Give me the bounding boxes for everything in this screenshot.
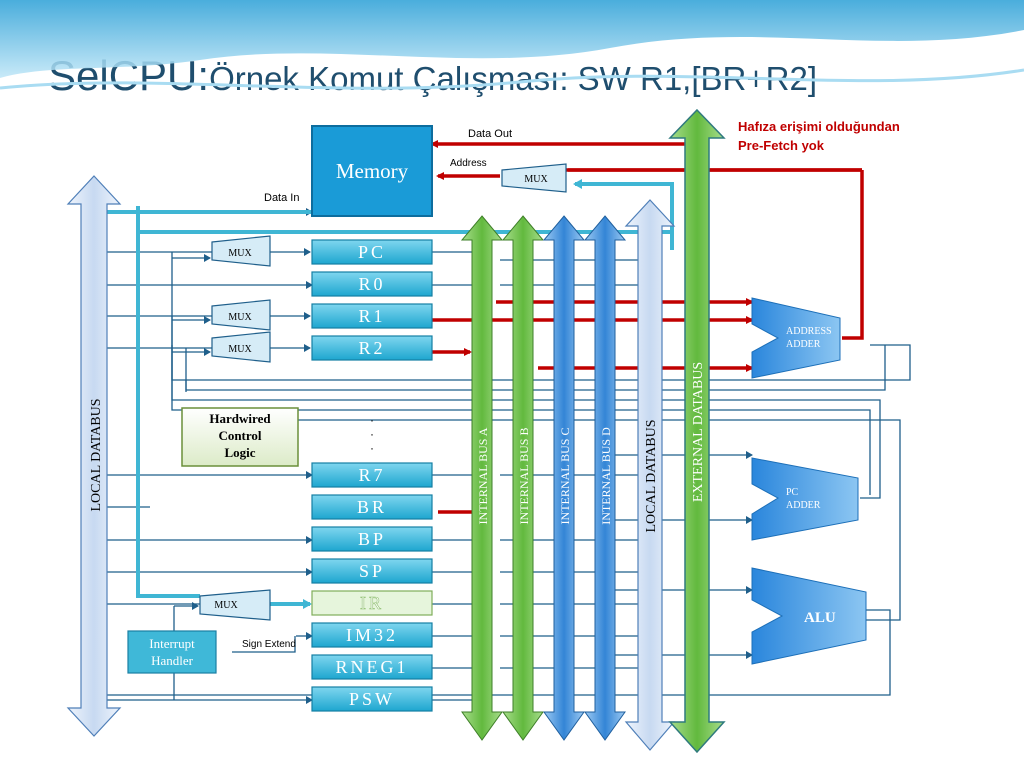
header-wave-light <box>0 68 1024 90</box>
register-label: PSW <box>349 689 395 709</box>
local-databus-right-label: LOCAL DATABUS <box>644 419 659 532</box>
local-databus-left: LOCAL DATABUS <box>66 175 122 737</box>
register-label: R0 <box>358 274 385 294</box>
register-box <box>311 686 433 712</box>
hardwired-line2: Control <box>218 428 261 443</box>
register-label: IR <box>360 593 384 613</box>
mux-r1: MUX <box>211 299 271 331</box>
mux-memory: MUX <box>501 163 567 193</box>
internal-bus-c-label: INTERNAL BUS C <box>558 428 572 525</box>
internal-bus-d-label: INTERNAL BUS D <box>599 427 613 525</box>
mux-label: MUX <box>228 248 252 259</box>
mux-label: MUX <box>228 344 252 355</box>
internal-bus-c: INTERNAL BUS C <box>542 215 586 741</box>
internal-bus-a: INTERNAL BUS A <box>460 215 504 741</box>
register-ir: IR <box>311 590 433 616</box>
register-box <box>311 239 433 265</box>
pc-adder-line1: PC <box>786 487 799 498</box>
mux-ir: MUX <box>199 589 271 621</box>
memory-label: Memory <box>336 159 409 183</box>
register-r7: R7 <box>311 462 433 488</box>
register-r0: R0 <box>311 271 433 297</box>
register-box <box>311 622 433 648</box>
register-box <box>311 526 433 552</box>
interrupt-line2: Handler <box>151 653 194 668</box>
mux-label: MUX <box>214 600 238 611</box>
register-box <box>311 303 433 329</box>
register-label: BP <box>358 529 386 549</box>
ellipsis-dot: · <box>370 413 374 427</box>
register-box <box>311 654 433 680</box>
register-label: IM32 <box>346 625 398 645</box>
register-box <box>311 271 433 297</box>
register-label: BR <box>357 497 387 517</box>
pc-adder: PC ADDER <box>751 457 859 541</box>
address-adder: ADDRESS ADDER <box>751 297 841 379</box>
register-box <box>311 494 433 520</box>
local-databus-left-label: LOCAL DATABUS <box>89 398 104 511</box>
register-label: R2 <box>358 338 385 358</box>
register-r1: R1 <box>311 303 433 329</box>
mux-r2: MUX <box>211 331 271 363</box>
register-box <box>311 335 433 361</box>
register-label: R1 <box>358 306 385 326</box>
register-label: R7 <box>358 465 385 485</box>
register-pc: PC <box>311 239 433 265</box>
address-label: Address <box>450 158 487 169</box>
note-line2: Pre-Fetch yok <box>738 138 825 153</box>
register-label: SP <box>359 561 385 581</box>
register-rneg1: RNEG1 <box>311 654 433 680</box>
internal-bus-b-label: INTERNAL BUS B <box>517 428 531 525</box>
alu: ALU <box>751 567 867 665</box>
register-label: PC <box>358 242 386 262</box>
register-im32: IM32 <box>311 622 433 648</box>
register-label: RNEG1 <box>336 657 409 677</box>
register-box <box>311 590 433 616</box>
register-psw: PSW <box>311 686 433 712</box>
register-box <box>311 558 433 584</box>
register-sp: SP <box>311 558 433 584</box>
address-adder-line1: ADDRESS <box>786 326 832 337</box>
hardwired-line3: Logic <box>224 445 255 460</box>
register-bp: BP <box>311 526 433 552</box>
register-box <box>311 462 433 488</box>
internal-bus-b: INTERNAL BUS B <box>501 215 545 741</box>
ellipsis-dot: · <box>370 427 374 441</box>
note-line1: Hafıza erişimi olduğundan <box>738 119 900 134</box>
hardwired-control-logic: Hardwired Control Logic <box>181 407 299 467</box>
memory-block <box>311 125 433 217</box>
interrupt-line1: Interrupt <box>149 636 195 651</box>
internal-bus-d: INTERNAL BUS D <box>583 215 627 741</box>
external-databus: EXTERNAL DATABUS <box>668 108 726 754</box>
interrupt-handler: Interrupt Handler <box>127 630 217 674</box>
mux-label: MUX <box>524 174 548 185</box>
address-adder-line2: ADDER <box>786 339 821 350</box>
external-databus-label: EXTERNAL DATABUS <box>691 362 706 502</box>
cyan-paths <box>102 179 674 609</box>
register-r2: R2 <box>311 335 433 361</box>
data-in-label: Data In <box>264 192 299 204</box>
register-br: BR <box>311 494 433 520</box>
header-wave <box>0 0 1024 78</box>
data-out-label: Data Out <box>468 128 512 140</box>
hardwired-line1: Hardwired <box>209 411 271 426</box>
alu-label: ALU <box>804 610 836 626</box>
sign-extend-label: Sign Extend <box>242 639 296 650</box>
local-databus-right: LOCAL DATABUS <box>624 199 676 751</box>
pc-adder-line2: ADDER <box>786 500 821 511</box>
ellipsis-dot: · <box>370 441 374 455</box>
mux-pc: MUX <box>211 235 271 267</box>
internal-bus-a-label: INTERNAL BUS A <box>476 427 490 524</box>
mux-label: MUX <box>228 312 252 323</box>
